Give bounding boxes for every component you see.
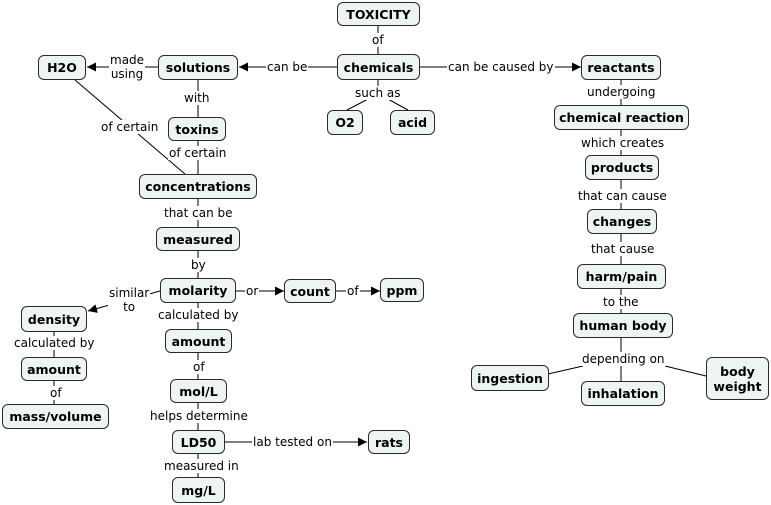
node-mol-l[interactable]: mol/L	[170, 379, 227, 403]
node-acid[interactable]: acid	[390, 110, 435, 135]
node-mg-l[interactable]: mg/L	[172, 477, 225, 503]
node-mass-volume[interactable]: mass/volume	[2, 404, 109, 429]
link-label: that cause	[590, 242, 656, 256]
link-label: of	[192, 360, 206, 374]
node-ppm[interactable]: ppm	[380, 278, 424, 302]
link-label: with	[183, 91, 211, 105]
edge-dependingon-ingestion	[547, 365, 584, 375]
node-solutions[interactable]: solutions	[158, 55, 238, 80]
node-density[interactable]: density	[21, 306, 87, 332]
link-label: or	[245, 284, 260, 298]
link-label: calculated by	[157, 308, 240, 322]
node-chemicals[interactable]: chemicals	[337, 54, 420, 80]
node-ld50[interactable]: LD50	[172, 430, 225, 454]
node-reactants[interactable]: reactants	[581, 55, 661, 80]
link-label: of	[49, 386, 63, 400]
node-inhalation[interactable]: inhalation	[581, 381, 665, 406]
node-amount-left[interactable]: amount	[21, 357, 87, 381]
link-label: such as	[354, 86, 402, 100]
node-amount-mid[interactable]: amount	[165, 329, 232, 353]
node-ingestion[interactable]: ingestion	[471, 365, 549, 391]
link-label: to the	[602, 295, 640, 309]
node-h2o[interactable]: H2O	[38, 55, 86, 80]
link-label: by	[190, 258, 207, 272]
link-label: measured in	[163, 459, 240, 473]
edge-suchas-acid	[385, 97, 409, 111]
link-label: undergoing	[586, 85, 657, 99]
link-label: similar to	[108, 286, 151, 314]
node-changes[interactable]: changes	[587, 209, 657, 234]
link-label: that can be	[163, 206, 234, 220]
link-label: of certain	[168, 146, 228, 160]
node-body-weight[interactable]: body weight	[706, 357, 769, 400]
node-harm-pain[interactable]: harm/pain	[577, 264, 666, 289]
node-human-body[interactable]: human body	[573, 313, 673, 338]
link-label: of certain	[100, 120, 160, 134]
link-label: calculated by	[13, 336, 96, 350]
link-label: helps determine	[149, 409, 249, 423]
node-products[interactable]: products	[585, 155, 659, 180]
node-rats[interactable]: rats	[368, 430, 410, 454]
node-count[interactable]: count	[284, 279, 336, 303]
link-label: depending on	[581, 352, 666, 366]
link-label: lab tested on	[252, 435, 333, 449]
node-molarity[interactable]: molarity	[160, 278, 236, 303]
link-label: that can cause	[577, 189, 668, 203]
link-label: which creates	[580, 136, 666, 150]
node-chemical-reaction[interactable]: chemical reaction	[554, 105, 689, 130]
link-label: can be	[266, 60, 309, 74]
link-label: can be caused by	[447, 60, 555, 74]
node-o2[interactable]: O2	[327, 110, 363, 135]
node-measured[interactable]: measured	[156, 227, 240, 251]
node-toxicity[interactable]: TOXICITY	[337, 2, 420, 26]
node-toxins[interactable]: toxins	[168, 117, 226, 141]
link-label: of	[371, 33, 385, 47]
edge-dependingon-bodyweight	[664, 365, 707, 377]
link-label: of	[346, 284, 360, 298]
link-label: made using	[109, 53, 146, 81]
node-concentrations[interactable]: concentrations	[139, 174, 257, 199]
edge-suchas-o2	[346, 97, 371, 111]
